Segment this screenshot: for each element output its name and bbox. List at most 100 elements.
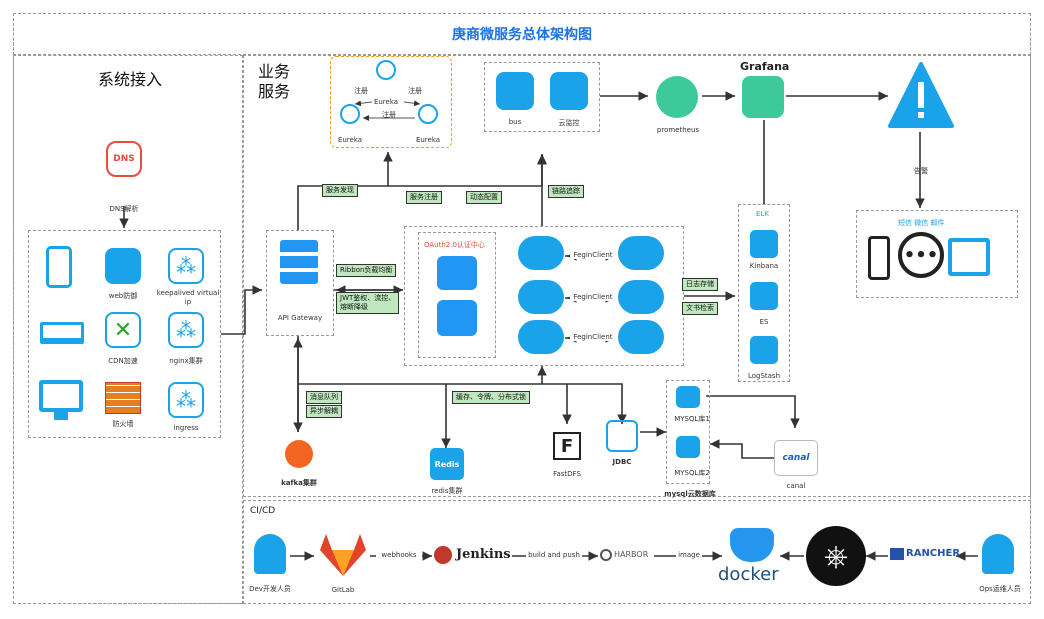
rancher-label: RANCHER [906, 548, 961, 559]
access-heading: 系统接入 [98, 70, 163, 89]
jenkins-icon [434, 546, 452, 564]
elk-box [738, 204, 790, 382]
redis-icon-text: Redis [434, 459, 460, 469]
grafana-label: Grafana [740, 60, 790, 73]
harbor-icon [600, 549, 612, 561]
mysql-cloud-label: mysql云数据库 [664, 490, 716, 498]
business-panel [243, 55, 1031, 497]
feign-label-1: FeginClient [570, 251, 616, 259]
bus-label: bus [508, 118, 522, 126]
prometheus-icon [656, 76, 698, 118]
kafka-label: kafka集群 [281, 479, 317, 487]
mysql1-label: MYSQL库1 [674, 415, 710, 423]
fastdfs-label: FastDFS [553, 470, 581, 478]
cloud-monitor-icon [550, 72, 588, 110]
wechat-bubble-icon: ••• [898, 232, 944, 278]
eureka-register-3: 注册 [382, 111, 396, 119]
es-label: ES [759, 318, 769, 326]
tag-mq: 消息队列 [306, 391, 342, 404]
kibana-label: Kinbana [749, 262, 779, 270]
ingress-icon: ⁂ [168, 382, 204, 418]
email-icon [948, 238, 990, 276]
ops-person-icon [982, 534, 1014, 574]
feign-label-3: FeginClient [570, 333, 616, 341]
tag-ribbon: Ribbon负载均衡 [336, 264, 397, 277]
kubernetes-icon: ⎈ [806, 526, 866, 586]
notify-label: 短信 微信 邮件 [898, 219, 945, 227]
web-defense-label: web防御 [108, 292, 138, 300]
service-cloud-2a-icon [518, 280, 564, 314]
alert-label: 告警 [914, 167, 928, 175]
eureka-top-icon [376, 60, 396, 80]
dev-person-icon [254, 534, 286, 574]
eureka-register-1: 注册 [354, 87, 368, 95]
ingress-label: ingress [173, 424, 199, 432]
oauth-shield-icon [437, 300, 477, 336]
redis-icon: Redis [430, 448, 464, 480]
keepalived-icon: ⁂ [168, 248, 204, 284]
image-label: image [676, 551, 702, 559]
tag-service-register: 服务注册 [406, 191, 442, 204]
bus-monitor-box [484, 62, 600, 132]
eureka-left-label: Eureka [337, 136, 363, 144]
eureka-top-label: Eureka [373, 98, 399, 106]
cdn-icon: ✕ [105, 312, 141, 348]
tag-dynamic-config: 动态配置 [466, 191, 502, 204]
elk-title: ELK [756, 210, 769, 218]
dns-icon-text: DNS [113, 154, 135, 164]
jdbc-label: JDBC [612, 458, 632, 466]
service-cloud-3a-icon [518, 320, 564, 354]
tag-jwt: JWT鉴权、流控、 熔断降级 [336, 292, 400, 314]
oauth-cloud-icon [437, 256, 477, 290]
nginx-icon: ⁂ [168, 312, 204, 348]
logstash-icon [750, 336, 778, 364]
eureka-right-icon [418, 104, 438, 124]
jdbc-icon [606, 420, 638, 452]
tablet-icon [46, 246, 72, 288]
nginx-label: nginx集群 [169, 357, 203, 365]
redis-label: redis集群 [431, 487, 463, 495]
service-cloud-3b-icon [618, 320, 664, 354]
monitor-icon [39, 380, 83, 412]
cloud-monitor-label: 云监控 [558, 119, 580, 127]
dns-icon: DNS [106, 141, 142, 177]
canal-icon-text: canal [782, 453, 810, 463]
cicd-panel [243, 500, 1031, 604]
sms-phone-icon [868, 236, 890, 280]
gateway-label: API Gateway [277, 314, 323, 322]
gitlab-icon [320, 534, 366, 576]
canal-icon: canal [774, 440, 818, 476]
oauth-label: OAuth2.0认证中心 [424, 241, 485, 249]
service-cloud-1a-icon [518, 236, 564, 270]
eureka-cluster-box [330, 56, 452, 148]
oauth-box [418, 232, 496, 358]
tag-log-store: 日志存储 [682, 278, 718, 291]
kafka-icon [285, 440, 313, 468]
mysql1-icon [676, 386, 700, 408]
mysql2-label: MYSQL库2 [674, 469, 710, 477]
bus-icon [496, 72, 534, 110]
grafana-icon [742, 76, 784, 118]
alert-triangle-icon [888, 62, 954, 128]
tag-service-discovery: 服务发现 [322, 184, 358, 197]
dev-label: Dev开发人员 [249, 585, 291, 593]
gitlab-label: GitLab [331, 586, 355, 594]
docker-label: docker [718, 564, 779, 585]
rancher-icon [890, 548, 904, 560]
mysql2-icon [676, 436, 700, 458]
docker-whale-icon [730, 528, 774, 562]
tag-doc-search: 文书检索 [682, 302, 718, 315]
cdn-label: CDN加速 [108, 357, 138, 365]
business-heading: 业务 服务 [258, 62, 291, 101]
eureka-register-2: 注册 [408, 87, 422, 95]
fastdfs-icon: F [553, 432, 581, 460]
tag-trace: 链路追踪 [548, 185, 584, 198]
eureka-left-icon [340, 104, 360, 124]
page-title: 庚商微服务总体架构图 [452, 27, 592, 43]
prometheus-label: prometheus [656, 126, 700, 134]
tag-cache: 缓存、令牌、分布式锁 [452, 391, 530, 404]
kibana-icon [750, 230, 778, 258]
web-shield-icon [105, 248, 141, 284]
harbor-label: HARBOR [614, 550, 649, 559]
firewall-icon [105, 382, 141, 414]
